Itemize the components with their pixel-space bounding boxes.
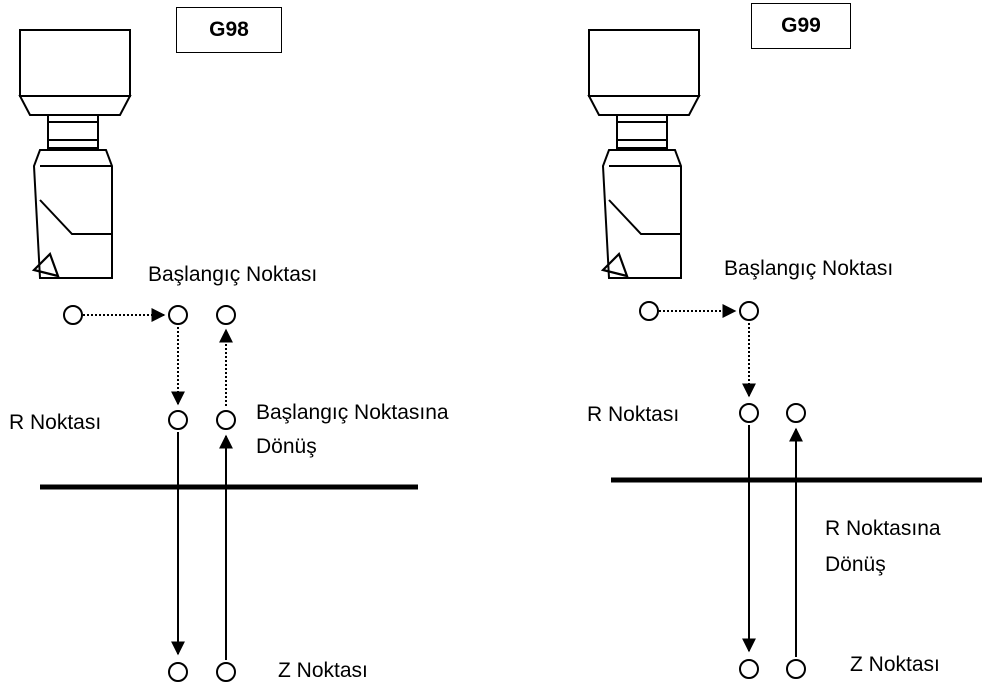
g99-start-label: Başlangıç Noktası	[724, 257, 894, 280]
g99-r-point	[739, 403, 759, 423]
g99-mode-label: G99	[751, 3, 851, 49]
g99-return-label-line2: Dönüş	[825, 553, 886, 576]
g98-start-to-position-arrow	[63, 305, 166, 325]
g98-start-point	[168, 305, 188, 325]
g99-r-label: R Noktası	[587, 403, 680, 426]
g99-z-return-point	[786, 659, 806, 679]
g98-z-point	[168, 662, 188, 682]
g99-z-label: Z Noktası	[850, 653, 940, 676]
g98-r-return-point	[216, 410, 236, 430]
g98-z-label: Z Noktası	[278, 659, 368, 682]
g99-z-point	[739, 659, 759, 679]
g98-return-start-point	[216, 305, 236, 325]
g99-start-to-position-arrow	[639, 301, 737, 321]
g98-return-label-line1: Başlangıç Noktasına	[256, 401, 449, 424]
g99-r-return-point	[786, 403, 806, 423]
g98-r-point	[168, 410, 188, 430]
g98-mode-label: G98	[176, 7, 282, 53]
g98-drill-tool	[18, 29, 132, 279]
g98-z-return-point	[216, 662, 236, 682]
g98-r-label: R Noktası	[9, 411, 102, 434]
g98-return-label-line2: Dönüş	[256, 435, 317, 458]
g99-return-label-line1: R Noktasına	[825, 517, 941, 540]
g98-start-label: Başlangıç Noktası	[148, 263, 318, 286]
g99-drill-tool	[587, 29, 701, 279]
g99-start-point	[739, 301, 759, 321]
